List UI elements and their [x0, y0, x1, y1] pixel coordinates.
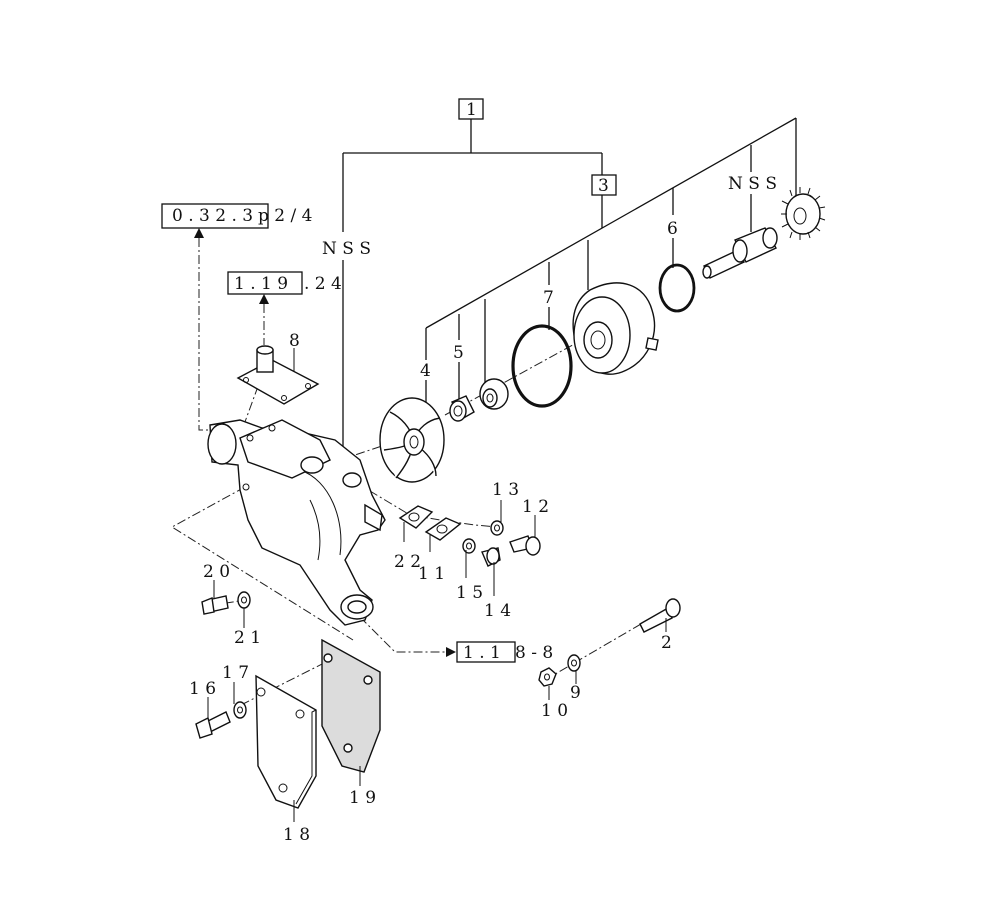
callout-6: 6 — [667, 219, 678, 239]
seal-5[interactable] — [449, 395, 475, 422]
gasket-11[interactable] — [424, 517, 462, 541]
callout-18: 1 8 — [283, 825, 310, 845]
ref-119-text[interactable]: 1 . 1 9 — [234, 274, 288, 294]
nss-left-label: N S S — [322, 239, 371, 259]
washer-21[interactable] — [237, 591, 251, 609]
callout-8: 8 — [289, 331, 300, 351]
ref-11-tail: 8 - 8 — [515, 643, 553, 663]
assembly-3-label: 3 — [598, 176, 609, 196]
callout-9: 9 — [570, 683, 581, 703]
washer-17[interactable] — [233, 701, 247, 719]
gasket-22[interactable] — [398, 505, 434, 529]
bolt-16[interactable] — [195, 711, 231, 739]
callout-13: 1 3 — [492, 480, 519, 500]
callout-11: 1 1 — [418, 564, 445, 584]
callout-20: 2 0 — [203, 562, 230, 582]
callout-12: 1 2 — [522, 497, 549, 517]
ref-box-11[interactable] — [456, 641, 516, 663]
o-ring-7[interactable] — [511, 324, 573, 408]
drive-gear[interactable] — [781, 187, 826, 240]
ref-119-tail: . 2 4 — [304, 274, 342, 294]
assembly-3-box — [591, 174, 617, 196]
callout-15: 1 5 — [456, 583, 483, 603]
leader-lines — [171, 228, 666, 706]
bearing-housing-3[interactable] — [572, 282, 659, 375]
assembly-1-label: 1 — [466, 100, 477, 120]
callout-7: 7 — [543, 288, 554, 308]
ref-box-119[interactable] — [227, 271, 303, 295]
washer-15[interactable] — [462, 538, 476, 554]
nut-10[interactable] — [538, 667, 557, 687]
callout-22a: 2 2 — [394, 552, 421, 572]
o-ring-6[interactable] — [658, 263, 696, 313]
pump-housing[interactable] — [207, 419, 386, 626]
callout-10: 1 0 — [541, 701, 568, 721]
callout-5: 5 — [453, 343, 464, 363]
callout-2: 2 — [661, 633, 672, 653]
callout-ticks — [207, 348, 667, 822]
bolt-2[interactable] — [639, 598, 681, 633]
ref-032-tail: p 2 / 4 — [258, 206, 312, 226]
seal-ring[interactable] — [479, 378, 509, 410]
callout-19: 1 9 — [349, 788, 376, 808]
callout-4: 4 — [420, 361, 431, 381]
ref-11-text[interactable]: 1 . 1 — [463, 643, 501, 663]
bracket-18[interactable] — [255, 674, 317, 809]
callout-21: 2 1 — [234, 628, 261, 648]
cover-plate-8[interactable] — [236, 345, 320, 405]
ref-032-text[interactable]: 0 . 3 2 . 3 — [172, 206, 253, 226]
bolt-12[interactable] — [509, 535, 541, 556]
washer-13[interactable] — [490, 520, 504, 536]
bolt-14[interactable] — [481, 547, 501, 567]
bolt-20[interactable] — [201, 595, 229, 615]
shaft[interactable] — [702, 227, 778, 279]
washer-9[interactable] — [567, 654, 581, 672]
ref-box-032[interactable] — [161, 203, 269, 229]
callout-14: 1 4 — [484, 601, 511, 621]
reference-boxes — [161, 203, 516, 663]
impeller-4[interactable] — [379, 397, 445, 483]
callout-17: 1 7 — [222, 663, 249, 683]
bracket-19[interactable] — [321, 638, 381, 773]
nss-right-label: N S S — [728, 174, 777, 194]
callout-16: 1 6 — [189, 679, 216, 699]
assembly-tree-lines — [342, 98, 797, 455]
